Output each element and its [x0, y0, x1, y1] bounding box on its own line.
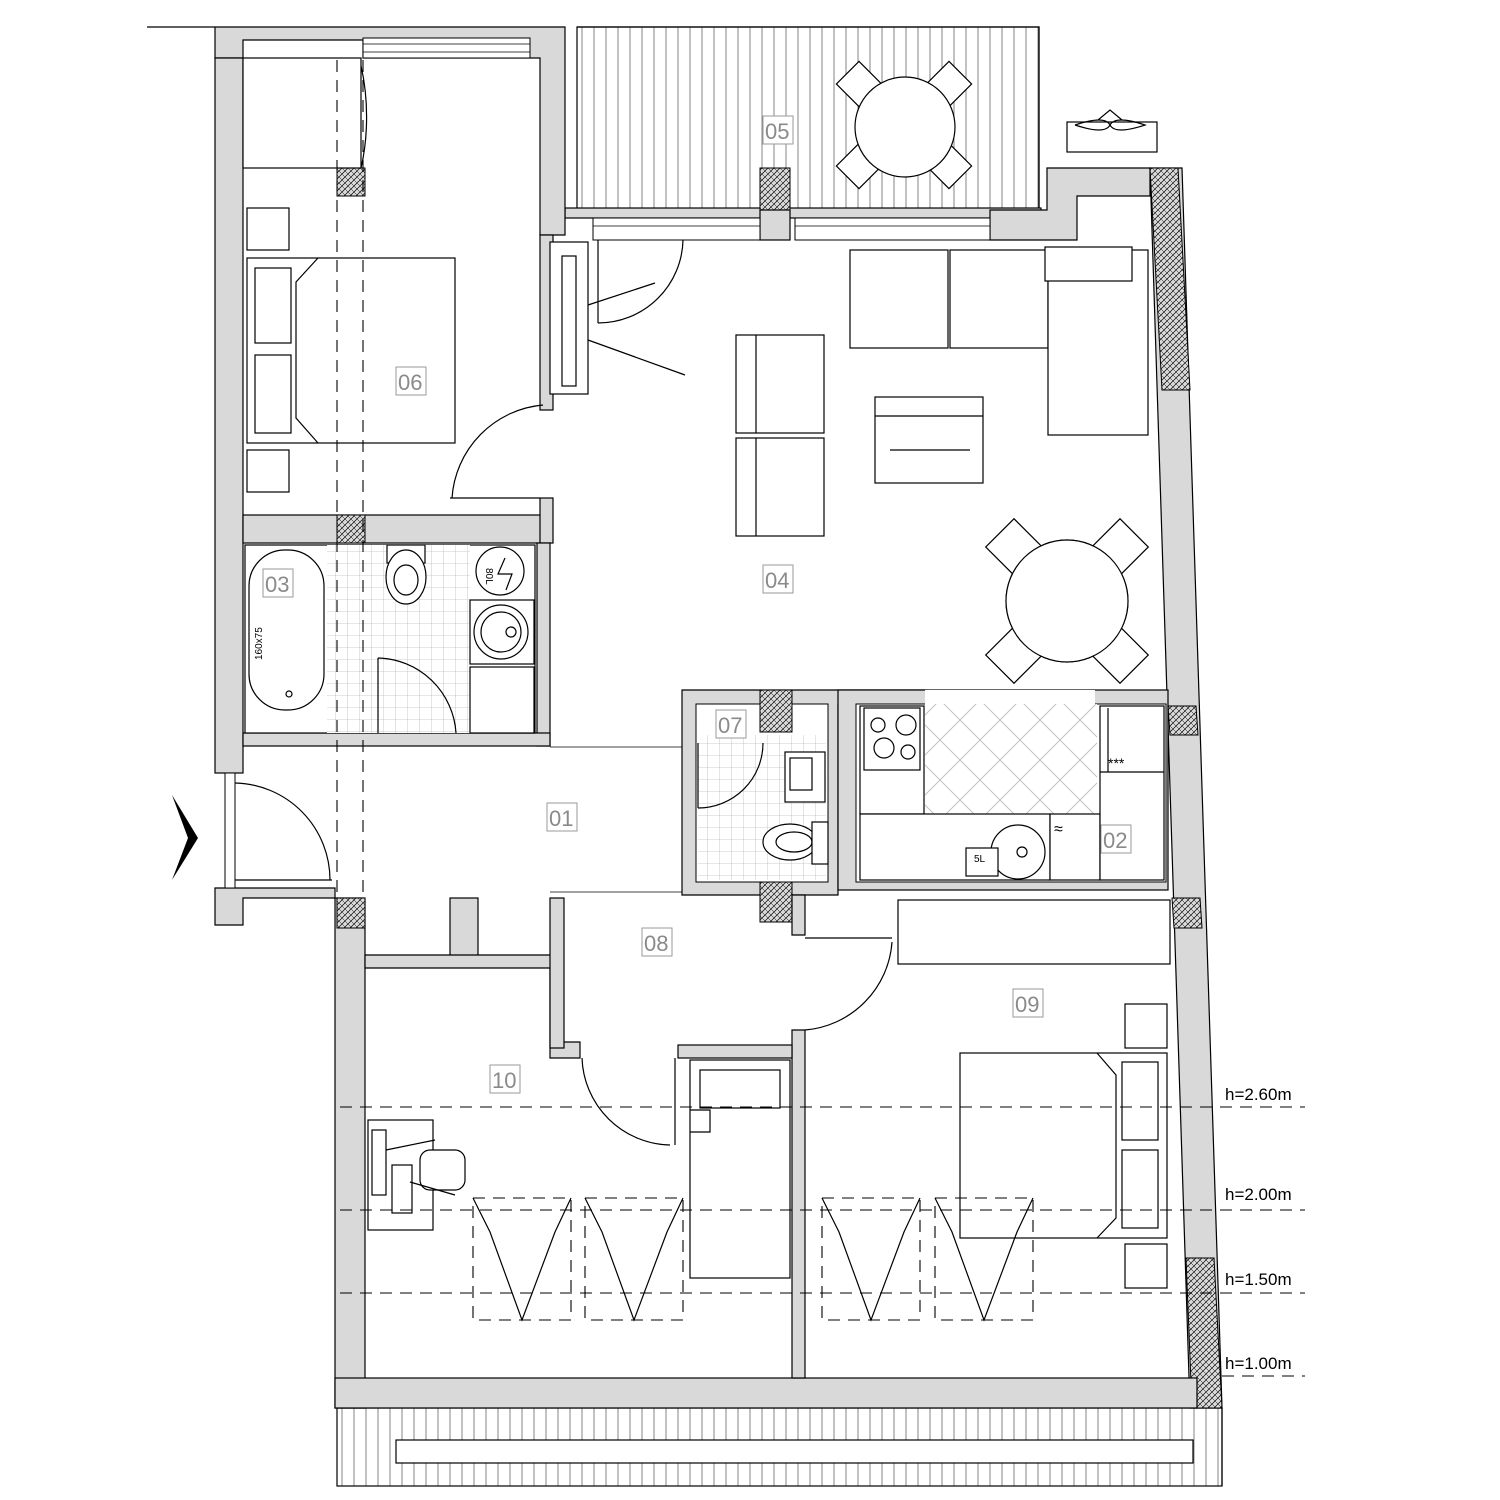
boiler — [475, 546, 525, 596]
dining-table — [984, 517, 1150, 685]
toilet — [385, 544, 427, 605]
room-label-10: 10 — [489, 1064, 521, 1094]
balcony-table — [835, 60, 973, 190]
height-label: h=2.00m — [1225, 1185, 1292, 1204]
skylight — [472, 1197, 684, 1322]
svg-text:07: 07 — [718, 713, 742, 738]
svg-text:01: 01 — [549, 806, 573, 831]
bottom-terrace — [336, 1407, 1223, 1487]
kitchen-boiler-label: 5L — [974, 854, 986, 865]
bathtub-size: 160x75 — [254, 627, 265, 660]
height-label: h=2.60m — [1225, 1085, 1292, 1104]
ac-unit — [1066, 109, 1158, 153]
room-label-08: 08 — [641, 927, 673, 957]
room-label-09: 09 — [1012, 988, 1044, 1018]
height-labels: h=2.60m h=2.00m h=1.50m h=1.00m — [1225, 1085, 1292, 1373]
room-label-06: 06 — [395, 366, 427, 396]
bedroom-06 — [242, 57, 686, 499]
room-labels: 01 02 03 04 05 06 07 08 — [262, 115, 1132, 1094]
wc-07 — [550, 735, 829, 893]
kitchen-02 — [859, 704, 1165, 881]
living-room-04 — [735, 246, 1150, 685]
svg-text:04: 04 — [765, 568, 789, 593]
svg-text:08: 08 — [644, 931, 668, 956]
boiler-capacity: 80L — [483, 568, 494, 585]
room-label-05: 05 — [762, 115, 794, 145]
room-label-07: 07 — [715, 709, 747, 739]
svg-text:03: 03 — [265, 572, 289, 597]
fixture-labels: 160x75 80L 5L *** ≈ — [254, 568, 1125, 865]
svg-text:06: 06 — [398, 370, 422, 395]
skylight — [821, 1197, 1034, 1322]
height-label: h=1.50m — [1225, 1270, 1292, 1289]
washer-mark: ≈ — [1054, 821, 1063, 838]
svg-text:09: 09 — [1015, 992, 1039, 1017]
washbasin — [469, 599, 535, 665]
entrance-door — [172, 772, 332, 889]
height-label: h=1.00m — [1225, 1354, 1292, 1373]
bedroom-09 — [821, 1003, 1168, 1322]
svg-text:10: 10 — [492, 1068, 516, 1093]
svg-text:02: 02 — [1103, 828, 1127, 853]
room-label-04: 04 — [762, 564, 794, 594]
room-label-02: 02 — [1100, 824, 1132, 854]
balcony-05 — [564, 26, 1042, 219]
ceiling-lines — [336, 60, 1305, 1377]
bedroom-10 — [367, 1059, 791, 1322]
svg-text:05: 05 — [765, 119, 789, 144]
hall-08 — [581, 899, 1171, 1146]
hob-marks: *** — [1108, 755, 1125, 771]
room-label-01: 01 — [546, 802, 578, 832]
room-label-03: 03 — [262, 568, 294, 598]
